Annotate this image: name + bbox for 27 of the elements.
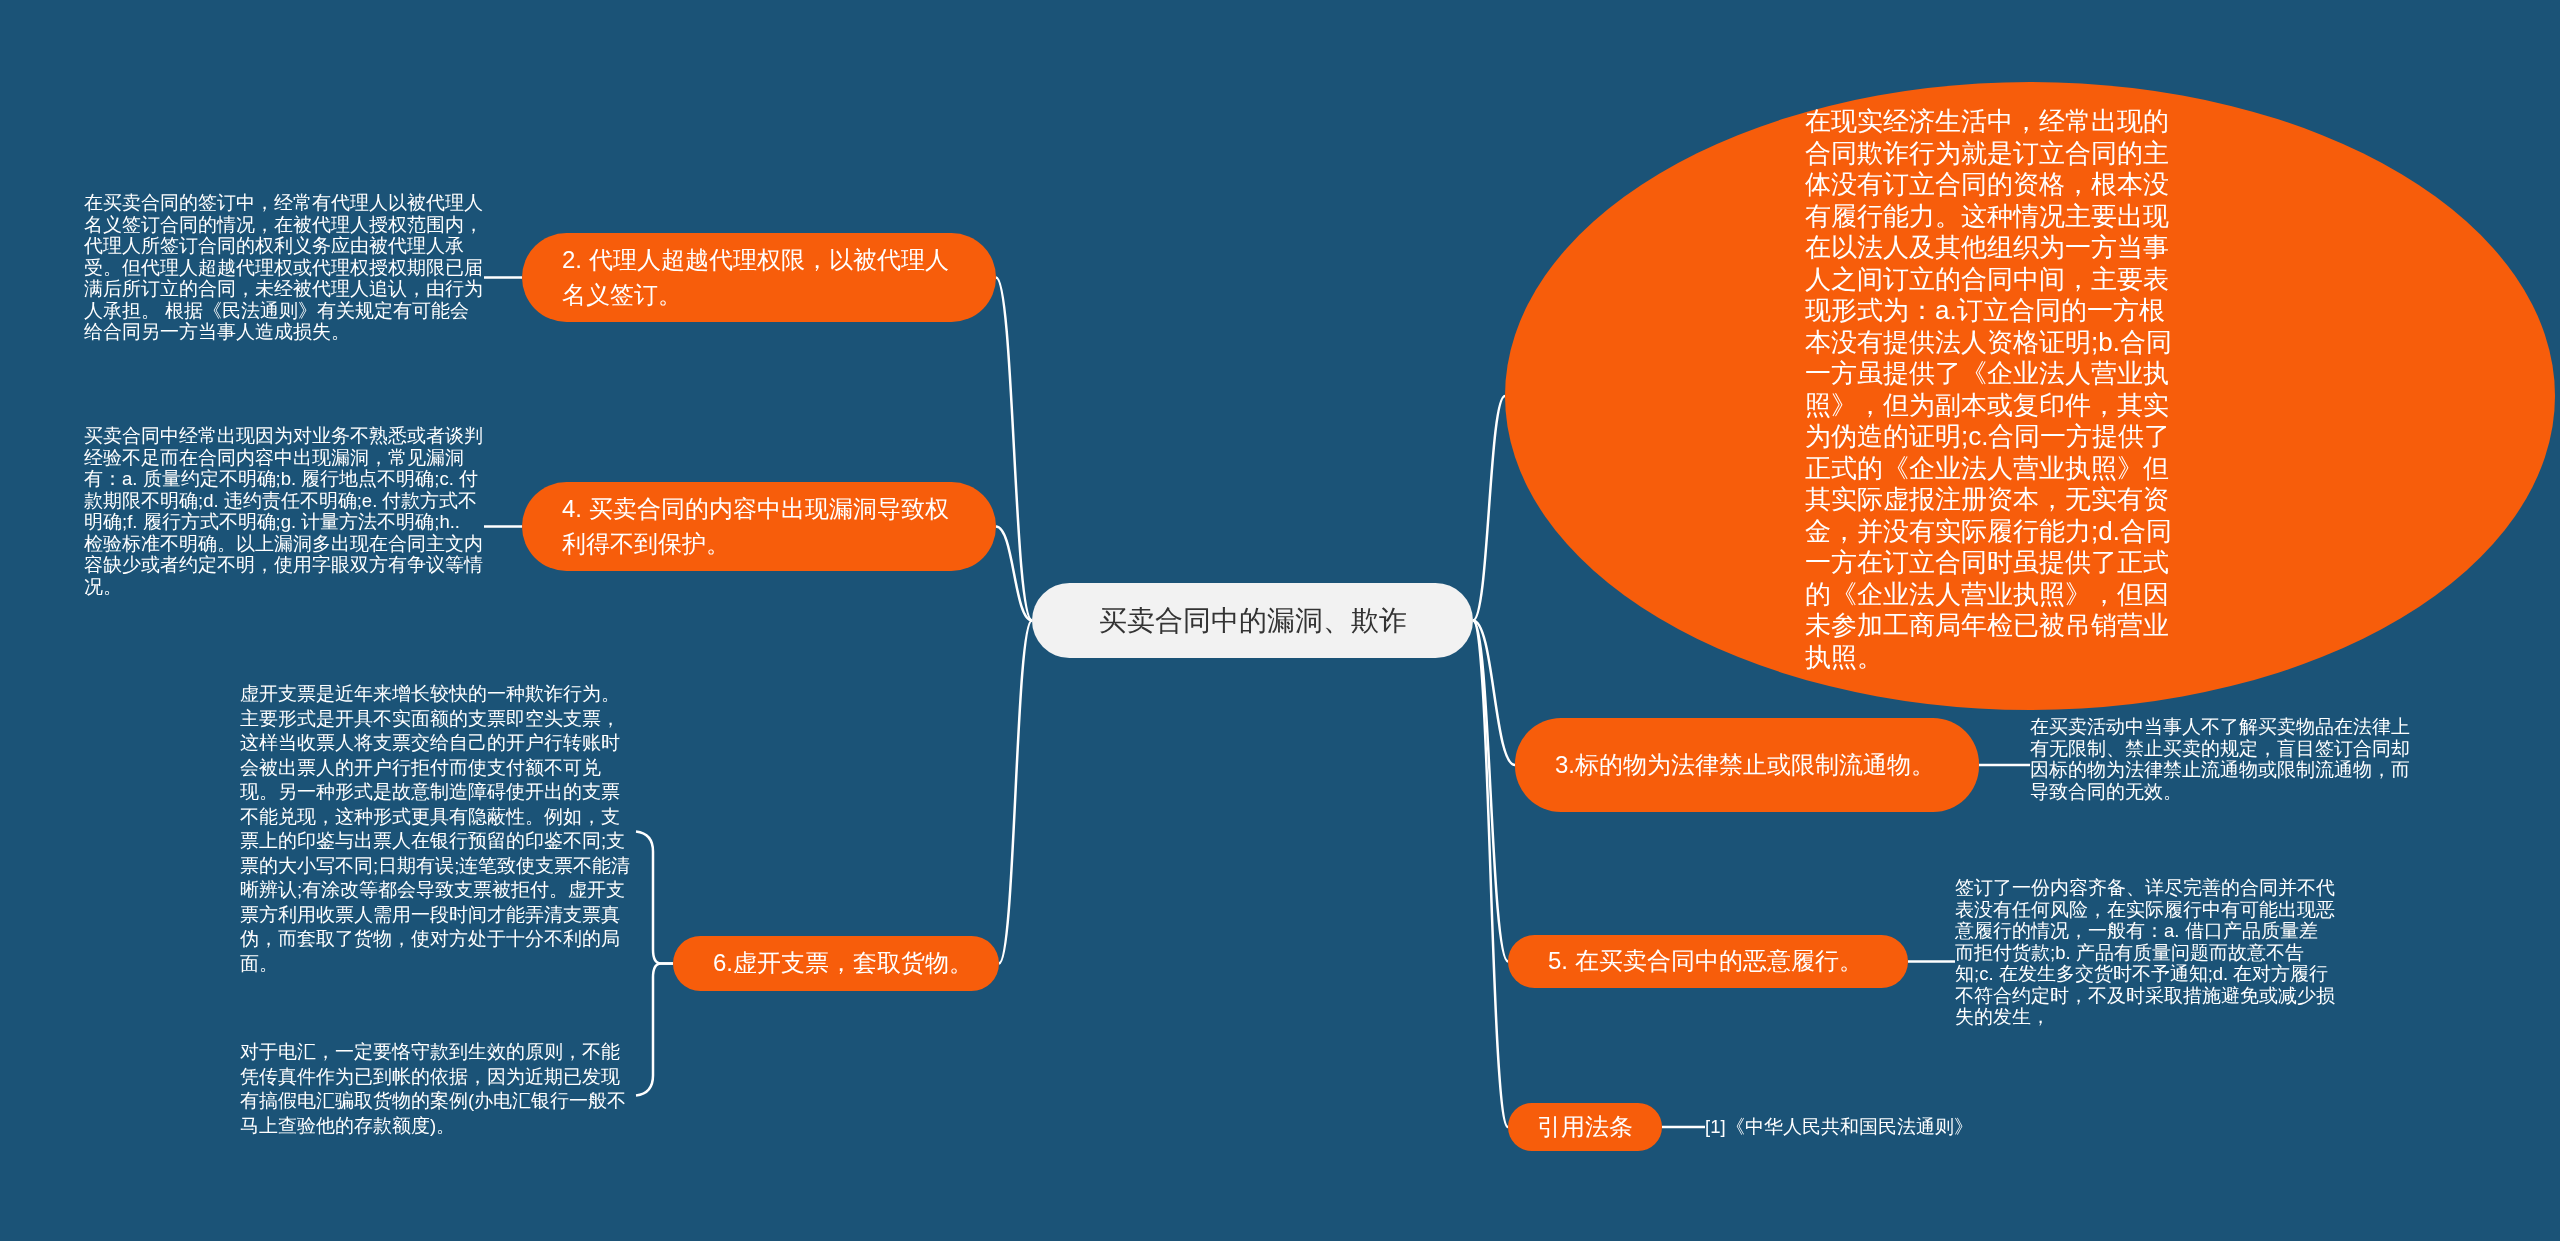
connector-line [995,525,1033,622]
connector-line [1979,763,2030,767]
note-text: 买卖合同中经常出现因为对业务不熟悉或者谈判经验不足而在合同内容中出现漏洞，常见漏洞有：a. 质量约定不明确;b. 履行地点不明确;c. 付款期限不明确;d. 违约责任不明确;e. 付款方式不明确;f. 履行方式不明确;g. 计量方法不明确;h.. 检验标准不明确。以上漏洞多出现在合同主文内容缺少或者约定不明，使用字眼双方有争议等情况。 [84,425,484,597]
connector-line [1662,1125,1705,1129]
oval-topic: 在现实经济生活中，经常出现的合同欺诈行为就是订立合同的主体没有订立合同的资格，根本没有履行能力。这种情况主要出现在以法人及其他组织为一方当事人之间订立的合同中间，主要表现形式为：a.订立合同的一方根本没有提供法人资格证明;b.合同一方虽提供了《企业法人营业执照》，但为副本或复印件，其实为伪造的证明;c.合同一方提供了正式的《企业法人营业执照》但其实际虚报注册资本，无实有资金，并没有实际履行能力;d.合同一方在订立合同时虽提供了正式的《企业法人营业执照》，但因未参加工商局年检已被吊销营业执照。 [1505,82,2555,710]
connector-line [635,962,673,1097]
connector-line [1471,620,1510,1128]
connector-line [484,525,522,528]
note-text: 虚开支票是近年来增长较快的一种欺诈行为。主要形式是开具不实面额的支票即空头支票，这样当收票人将支票交给自己的开户行转账时会被出票人的开户行拒付而使支付额不可兑现。另一种形式是故意制造障碍使开出的支票不能兑现，这种形式更具有隐蔽性。例如，支票上的印鉴与出票人在银行预留的印鉴不同;支票的大小写不同;日期有误;连笔致使支票不能清晰辨认;有涂改等都会导致支票被拒付。虚开支票方利用收票人需用一段时间才能弄清支票真伪，而套取了货物，使对方处于十分不利的局面。 [240,682,636,976]
topic-box: 3.标的物为法律禁止或限制流通物。 [1515,718,1979,812]
connector-line [1472,619,1516,767]
connector-line [484,276,522,279]
note-text: 在买卖合同的签订中，经常有代理人以被代理人名义签订合同的情况，在被代理人授权范围内，代理人所签订合同的权利义务应由被代理人承受。但代理人超越代理权或代理权授权期限已届满后所订立的合同，未经被代理人追认，由行为人承担。 根据《民法通则》有关规定有可能会给合同另一方当事人造成损失。 [84,192,484,343]
topic-box: 6.虚开支票，套取货物。 [673,936,999,991]
note-text: 对于电汇，一定要恪守款到生效的原则，不能凭传真件作为已到帐的依据，因为近期已发现有搞假电汇骗取货物的案例(办电汇银行一般不马上查验他的存款额度)。 [240,1040,636,1138]
topic-box: 引用法条 [1508,1103,1662,1151]
central-topic-box: 买卖合同中的漏洞、欺诈 [1032,583,1473,658]
note-text: [1]《中华人民共和国民法通则》 [1705,1116,2025,1138]
note-text: 签订了一份内容齐备、详尽完善的合同并不代表没有任何风险，在实际履行中有可能出现恶意履行的情况，一般有：a. 借口产品质量差而拒付货款;b. 产品有质量问题而故意不告知;c. 在发生多交货时不予通知;d. 在对方履行不符合约定时，不及时采取措施避免或减少损失的发生， [1955,877,2335,1028]
connector-line [1908,960,1955,963]
topic-box: 5. 在买卖合同中的恶意履行。 [1508,935,1908,988]
connector-line [1472,395,1506,622]
note-text: 在买卖活动中当事人不了解买卖物品在法律上有无限制、禁止买卖的规定，盲目签订合同却因标的物为法律禁止流通物或限制流通物，而导致合同的无效。 [2030,716,2426,802]
connector-line [994,276,1034,622]
topic-box: 2. 代理人超越代理权限，以被代理人名义签订。 [522,233,996,322]
connector-line [997,619,1034,965]
topic-box: 4. 买卖合同的内容中出现漏洞导致权利得不到保护。 [522,482,996,571]
